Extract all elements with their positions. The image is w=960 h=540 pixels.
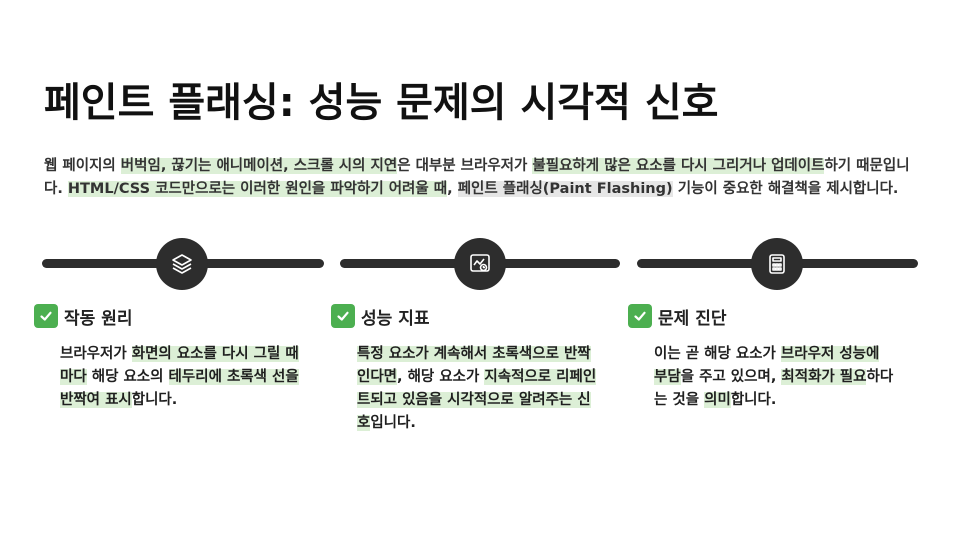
text-run: 합니다.: [730, 392, 777, 408]
check-icon: [628, 304, 652, 328]
text-run: 하기 때문입니다.: [44, 158, 910, 197]
text-run: 을 주고 있으며,: [680, 369, 782, 385]
column-text: 특정 요소가 계속해서 초록색으로 반짝인다면, 해당 요소가 지속적으로 리페…: [331, 343, 597, 435]
text-run: 해당 요소의: [86, 369, 169, 385]
column-performance-metric: 성능 지표 특정 요소가 계속해서 초록색으로 반짝인다면, 해당 요소가 지속…: [331, 303, 601, 435]
highlighted-text: 페인트 플래싱(Paint Flashing): [457, 181, 673, 197]
column-heading-label: 작동 원리: [64, 308, 133, 329]
text-run: 기능이 중요한 해결책을 제시합니다.: [672, 181, 899, 197]
text-run: 하다는 것을: [654, 369, 894, 408]
column-heading: 문제 진단: [628, 303, 898, 329]
text-run: , 해당 요소가: [397, 369, 485, 385]
column-heading-label: 문제 진단: [658, 308, 727, 329]
column-text: 이는 곧 해당 요소가 브라우저 성능에 부담을 주고 있으며, 최적화가 필요…: [628, 343, 894, 412]
text-run: 웹 페이지의: [44, 158, 121, 174]
layers-icon: [156, 238, 208, 290]
column-diagnosis: 문제 진단 이는 곧 해당 요소가 브라우저 성능에 부담을 주고 있으며, 최…: [628, 303, 898, 412]
chart-monitor-icon: [454, 238, 506, 290]
highlighted-text: 버벅임, 끊기는 애니메이션, 스크롤 시의 지연: [120, 158, 398, 174]
highlighted-text: 불필요하게 많은 요소를 다시 그리거나 업데이트: [532, 158, 825, 174]
column-heading: 작동 원리: [34, 303, 304, 329]
column-text: 브라우저가 화면의 요소를 다시 그릴 때마다 해당 요소의 테두리에 초록색 …: [34, 343, 300, 412]
highlighted-text: 최적화가 필요: [781, 369, 867, 385]
column-heading-label: 성능 지표: [361, 308, 430, 329]
check-icon: [34, 304, 58, 328]
text-run: ,: [447, 181, 458, 197]
text-run: 합니다.: [131, 392, 178, 408]
text-run: 은 대부분 브라우저가: [397, 158, 533, 174]
column-how-it-works: 작동 원리 브라우저가 화면의 요소를 다시 그릴 때마다 해당 요소의 테두리…: [34, 303, 304, 412]
text-run: 브라우저가: [60, 346, 132, 362]
text-run: 이는 곧 해당 요소가: [654, 346, 781, 362]
calculator-icon: [751, 238, 803, 290]
check-icon: [331, 304, 355, 328]
page-title: 페인트 플래싱: 성능 문제의 시각적 신호: [44, 80, 719, 126]
highlighted-text: HTML/CSS 코드만으로는 이러한 원인을 파악하기 어려울 때: [67, 181, 448, 197]
intro-paragraph: 웹 페이지의 버벅임, 끊기는 애니메이션, 스크롤 시의 지연은 대부분 브라…: [44, 155, 924, 201]
text-run: 입니다.: [370, 415, 416, 431]
timeline: [0, 230, 960, 300]
column-heading: 성능 지표: [331, 303, 601, 329]
highlighted-text: 의미: [704, 392, 731, 408]
